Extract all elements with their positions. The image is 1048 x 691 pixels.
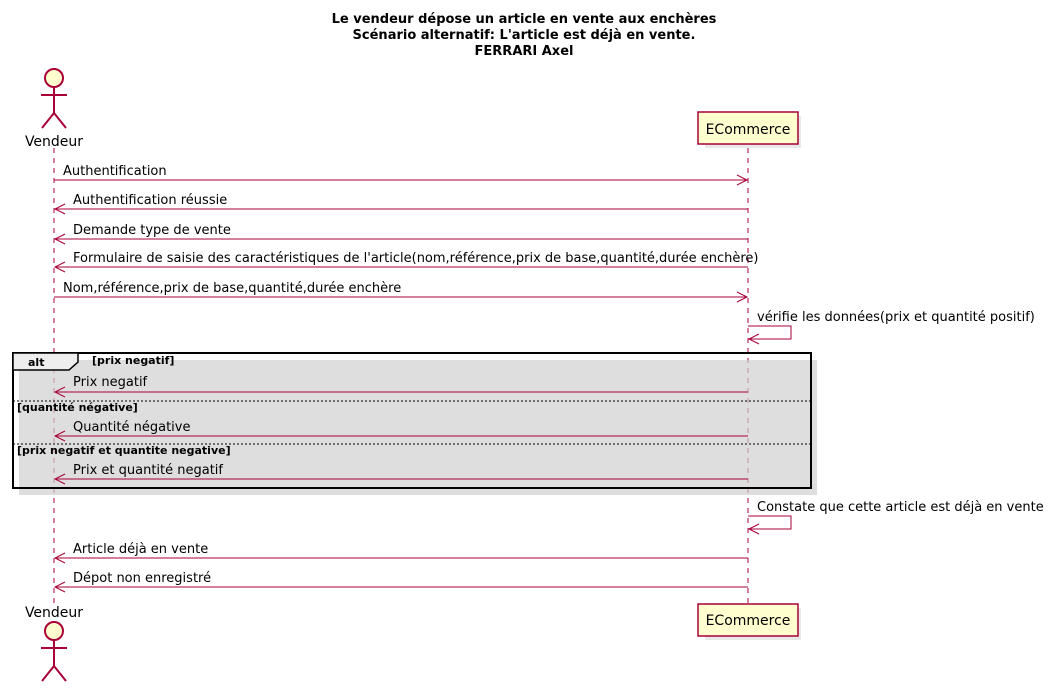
ecommerce-label-bottom: ECommerce <box>706 613 791 629</box>
message-5: Nom,référence,prix de base,quantité,duré… <box>54 281 749 303</box>
arrowhead-left-icon <box>53 552 66 564</box>
vendeur-actor-top: Vendeur <box>25 68 83 150</box>
message-12: Dépot non enregistré <box>53 571 748 593</box>
arrowhead-left-icon <box>53 203 66 215</box>
ecommerce-participant-bottom: ECommerce <box>697 603 801 640</box>
message-1-label: Authentification <box>63 164 167 179</box>
message-9: Prix et quantité negatif <box>53 463 748 485</box>
title-line-3: FERRARI Axel <box>475 44 574 59</box>
message-3: Demande type de vente <box>53 223 748 245</box>
message-11-label: Article déjà en vente <box>73 542 208 557</box>
message-8: Quantité négative <box>53 420 748 442</box>
vendeur-label-bottom: Vendeur <box>25 605 83 621</box>
message-7-label: Prix negatif <box>73 375 148 390</box>
message-12-label: Dépot non enregistré <box>73 571 211 586</box>
arrowhead-left-icon <box>53 473 66 485</box>
arrowhead-left-icon <box>53 233 66 245</box>
message-10-self: Constate que cette article est déjà en v… <box>747 500 1044 535</box>
message-8-label: Quantité négative <box>73 420 190 435</box>
vendeur-label-top: Vendeur <box>25 134 83 150</box>
ecommerce-participant-top: ECommerce <box>697 111 801 148</box>
alt-keyword-tab <box>12 352 79 371</box>
alt-guard-1: [prix negatif] <box>92 354 174 367</box>
message-6-self: vérifie les données(prix et quantité pos… <box>747 310 1035 345</box>
message-3-label: Demande type de vente <box>73 223 231 238</box>
alt-guard-2: [quantité négative] <box>17 401 138 414</box>
title-line-1: Le vendeur dépose un article en vente au… <box>332 12 717 27</box>
message-11: Article déjà en vente <box>53 542 748 564</box>
message-9-label: Prix et quantité negatif <box>73 463 223 478</box>
arrowhead-left-icon <box>53 430 66 442</box>
vendeur-actor-bottom: Vendeur <box>25 605 83 682</box>
message-1: Authentification <box>54 164 749 186</box>
arrowhead-left-icon <box>747 523 760 535</box>
arrowhead-right-icon <box>736 291 749 303</box>
title-line-2: Scénario alternatif: L'article est déjà … <box>353 28 696 43</box>
alt-guard-3: [prix negatif et quantite negative] <box>17 444 231 457</box>
actor-stick-figure-icon <box>41 621 67 682</box>
message-6-label: vérifie les données(prix et quantité pos… <box>757 310 1035 325</box>
arrowhead-right-icon <box>736 174 749 186</box>
ecommerce-label-top: ECommerce <box>706 122 791 138</box>
message-4-label: Formulaire de saisie des caractéristique… <box>73 251 758 266</box>
message-2: Authentification réussie <box>53 193 748 215</box>
arrowhead-left-icon <box>53 581 66 593</box>
alt-fragment: alt [prix negatif] [quantité négative] [… <box>12 352 817 495</box>
message-7: Prix negatif <box>53 375 748 398</box>
message-4: Formulaire de saisie des caractéristique… <box>53 251 758 273</box>
message-2-label: Authentification réussie <box>73 193 227 208</box>
message-10-label: Constate que cette article est déjà en v… <box>757 500 1044 515</box>
arrowhead-left-icon <box>53 386 66 398</box>
alt-keyword: alt <box>28 356 44 369</box>
message-5-label: Nom,référence,prix de base,quantité,duré… <box>63 281 401 296</box>
actor-stick-figure-icon <box>41 68 67 129</box>
arrowhead-left-icon <box>53 261 66 273</box>
arrowhead-left-icon <box>747 333 760 345</box>
